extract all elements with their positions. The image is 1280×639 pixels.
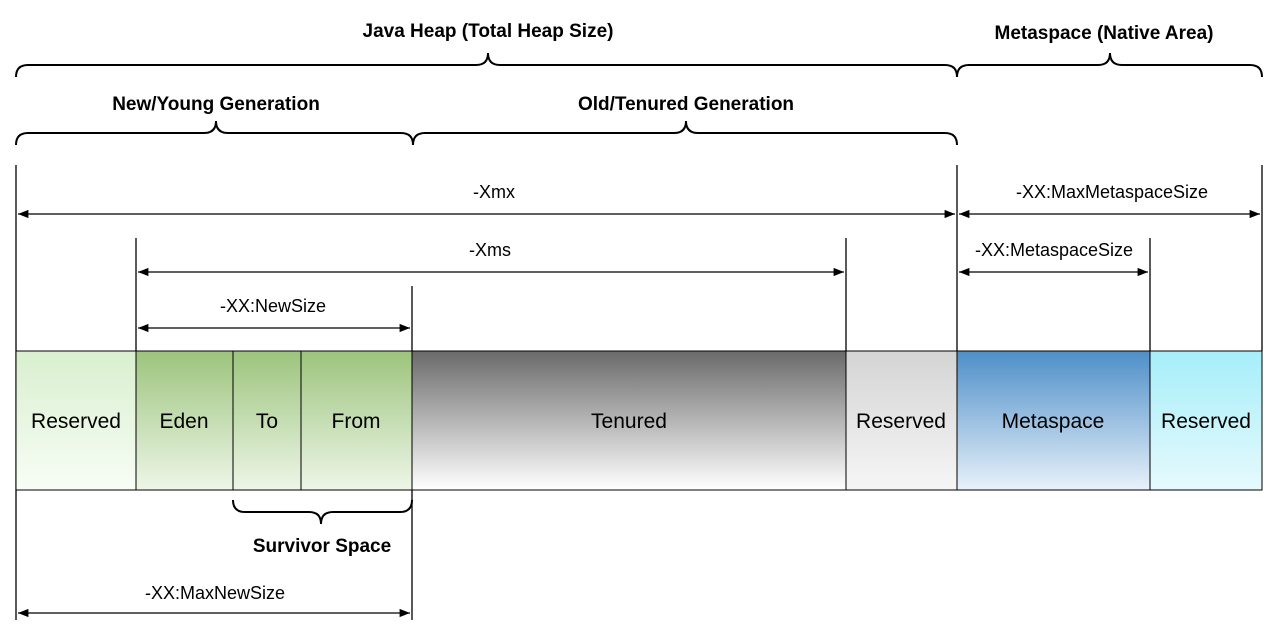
old-gen-brace <box>412 120 958 146</box>
reserved-old-cell <box>845 350 958 491</box>
young-gen-brace <box>15 120 414 146</box>
memory-bar <box>15 350 1263 491</box>
eden-label: Eden <box>159 410 208 433</box>
xmx-label: -Xmx <box>473 182 515 202</box>
from-cell <box>300 350 413 491</box>
to-label: To <box>256 410 278 433</box>
metaspace-cell <box>956 350 1151 491</box>
to-cell <box>232 350 302 491</box>
max-metaspace-label: -XX:MaxMetaspaceSize <box>1016 182 1208 202</box>
reserved-young-cell <box>15 350 137 491</box>
tenured-cell <box>411 350 847 491</box>
java-heap-brace <box>15 52 958 78</box>
metaspace-area-brace <box>956 52 1263 78</box>
reserved-meta-cell <box>1149 350 1263 491</box>
new-size-label: -XX:NewSize <box>220 296 326 316</box>
reserved-young-label: Reserved <box>31 410 121 433</box>
survivor-space-brace <box>232 499 413 525</box>
eden-cell <box>135 350 234 491</box>
survivor-space-title: Survivor Space <box>253 536 391 557</box>
metaspace-area-title: Metaspace (Native Area) <box>995 23 1214 44</box>
reserved-old-label: Reserved <box>856 410 946 433</box>
young-gen-title: New/Young Generation <box>112 94 320 115</box>
metaspace-label: Metaspace <box>1002 410 1105 433</box>
old-gen-title: Old/Tenured Generation <box>578 94 794 115</box>
reserved-meta-label: Reserved <box>1161 410 1251 433</box>
from-label: From <box>332 410 381 433</box>
java-heap-title: Java Heap (Total Heap Size) <box>363 21 614 42</box>
tenured-label: Tenured <box>591 410 667 433</box>
xms-label: -Xms <box>469 240 511 260</box>
metaspace-size-label: -XX:MetaspaceSize <box>975 240 1133 260</box>
max-new-size-label: -XX:MaxNewSize <box>145 583 285 603</box>
